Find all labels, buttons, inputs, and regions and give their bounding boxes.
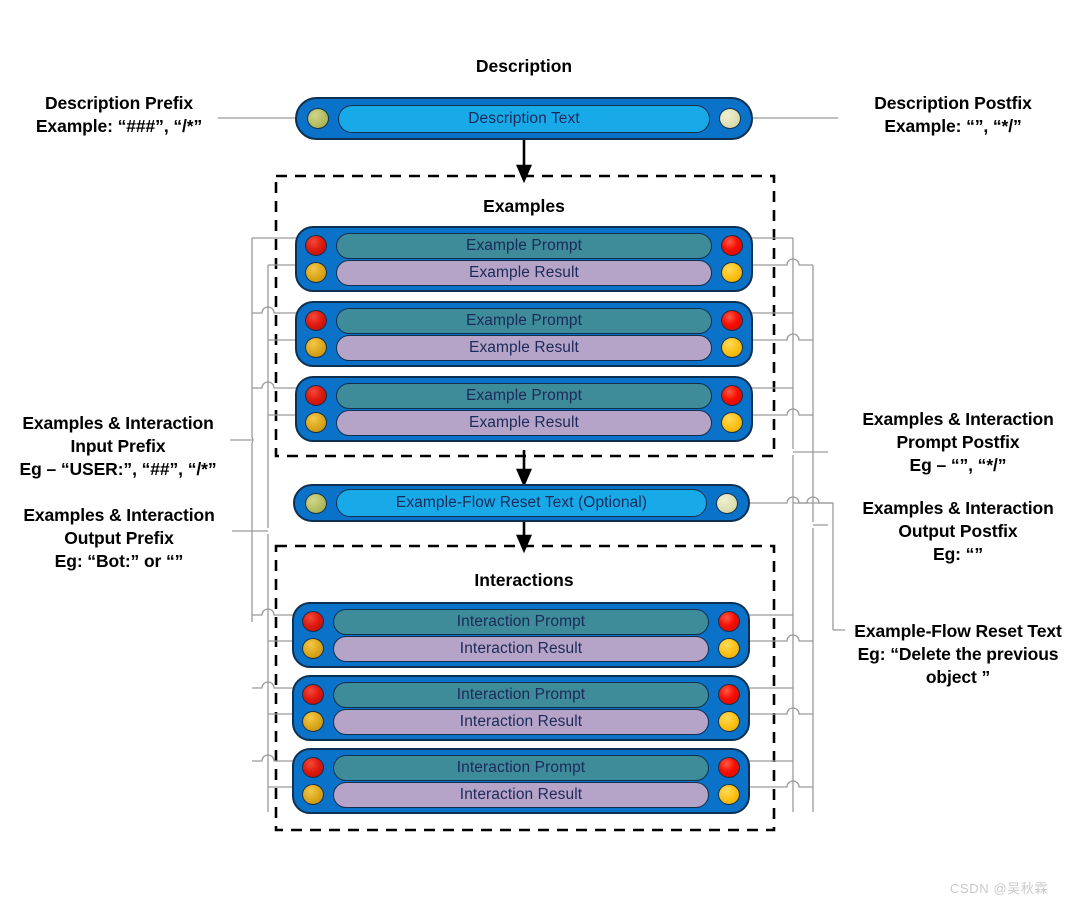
description-postfix-dot[interactable] (719, 108, 741, 129)
example-input-prefix-dot[interactable] (305, 310, 327, 331)
reset-text-pill[interactable]: Example-Flow Reset Text (Optional) (336, 489, 707, 517)
title-examples: Examples (483, 196, 565, 216)
interaction-prompt-pill[interactable]: Interaction Prompt (333, 608, 709, 635)
example-result-pill[interactable]: Example Result (336, 334, 712, 361)
interaction-prompt-row: Interaction Prompt (302, 608, 740, 635)
interaction-output-prefix-dot[interactable] (302, 784, 324, 805)
interaction-output-postfix-dot[interactable] (718, 638, 740, 659)
example-row[interactable]: Example Prompt Example Result (295, 376, 753, 442)
example-output-prefix-dot[interactable] (305, 412, 327, 433)
example-result-pill[interactable]: Example Result (336, 409, 712, 436)
interaction-row[interactable]: Interaction Prompt Interaction Result (292, 748, 750, 814)
example-result-row: Example Result (305, 334, 743, 361)
interaction-prompt-postfix-dot[interactable] (718, 611, 740, 632)
interaction-result-pill[interactable]: Interaction Result (333, 781, 709, 808)
title-interactions: Interactions (474, 570, 574, 590)
label-description-postfix: Description Postfix Example: “”, “*/” (874, 93, 1032, 137)
example-output-postfix-dot[interactable] (721, 337, 743, 358)
interaction-result-row: Interaction Result (302, 781, 740, 808)
example-input-prefix-dot[interactable] (305, 235, 327, 256)
interaction-result-pill[interactable]: Interaction Result (333, 708, 709, 735)
example-prompt-row: Example Prompt (305, 307, 743, 334)
interaction-input-prefix-dot[interactable] (302, 684, 324, 705)
example-result-row: Example Result (305, 259, 743, 286)
flow-arrow-examples-to-reset (516, 450, 532, 488)
example-prompt-postfix-dot[interactable] (721, 310, 743, 331)
reset-prefix-dot[interactable] (305, 492, 327, 514)
label-io-output-postfix: Examples & Interaction Output Postfix Eg… (862, 498, 1054, 565)
csdn-watermark: CSDN @吴秋霖 (950, 881, 1049, 896)
flow-arrow-reset-to-interactions (516, 522, 532, 554)
example-row[interactable]: Example Prompt Example Result (295, 226, 753, 292)
interaction-prompt-pill[interactable]: Interaction Prompt (333, 681, 709, 708)
interaction-output-prefix-dot[interactable] (302, 711, 324, 732)
interaction-output-prefix-dot[interactable] (302, 638, 324, 659)
interaction-prompt-row: Interaction Prompt (302, 754, 740, 781)
description-bar[interactable]: Description Text (295, 97, 753, 140)
example-output-prefix-dot[interactable] (305, 262, 327, 283)
flow-arrow-description-to-examples (516, 140, 532, 184)
label-io-prompt-postfix: Examples & Interaction Prompt Postfix Eg… (862, 409, 1054, 476)
example-output-postfix-dot[interactable] (721, 262, 743, 283)
interaction-row[interactable]: Interaction Prompt Interaction Result (292, 602, 750, 668)
right-connector-bus (742, 237, 845, 812)
example-output-postfix-dot[interactable] (721, 412, 743, 433)
title-description: Description (475, 56, 573, 76)
example-result-row: Example Result (305, 409, 743, 436)
example-prompt-postfix-dot[interactable] (721, 235, 743, 256)
label-io-input-prefix: Examples & Interaction Input Prefix Eg –… (19, 413, 217, 480)
example-prompt-pill[interactable]: Example Prompt (336, 382, 712, 409)
interaction-prompt-row: Interaction Prompt (302, 681, 740, 708)
label-description-prefix: Description Prefix Example: “###”, “/*” (35, 93, 203, 137)
description-prefix-dot[interactable] (307, 108, 329, 129)
interaction-result-row: Interaction Result (302, 635, 740, 662)
label-io-output-prefix: Examples & Interaction Output Prefix Eg:… (23, 505, 215, 572)
example-prompt-pill[interactable]: Example Prompt (336, 307, 712, 334)
interaction-result-row: Interaction Result (302, 708, 740, 735)
example-result-pill[interactable]: Example Result (336, 259, 712, 286)
example-prompt-pill[interactable]: Example Prompt (336, 232, 712, 259)
example-row[interactable]: Example Prompt Example Result (295, 301, 753, 367)
example-output-prefix-dot[interactable] (305, 337, 327, 358)
example-prompt-row: Example Prompt (305, 382, 743, 409)
interaction-row[interactable]: Interaction Prompt Interaction Result (292, 675, 750, 741)
interaction-output-postfix-dot[interactable] (718, 784, 740, 805)
interaction-result-pill[interactable]: Interaction Result (333, 635, 709, 662)
example-flow-reset-bar[interactable]: Example-Flow Reset Text (Optional) (293, 484, 750, 522)
interaction-input-prefix-dot[interactable] (302, 757, 324, 778)
interaction-output-postfix-dot[interactable] (718, 711, 740, 732)
description-text-pill[interactable]: Description Text (338, 104, 710, 133)
reset-postfix-dot[interactable] (716, 492, 738, 514)
interaction-prompt-postfix-dot[interactable] (718, 757, 740, 778)
example-prompt-row: Example Prompt (305, 232, 743, 259)
example-input-prefix-dot[interactable] (305, 385, 327, 406)
label-reset-text: Example-Flow Reset Text Eg: “Delete the … (854, 621, 1062, 688)
interaction-input-prefix-dot[interactable] (302, 611, 324, 632)
interaction-prompt-pill[interactable]: Interaction Prompt (333, 754, 709, 781)
example-prompt-postfix-dot[interactable] (721, 385, 743, 406)
interaction-prompt-postfix-dot[interactable] (718, 684, 740, 705)
